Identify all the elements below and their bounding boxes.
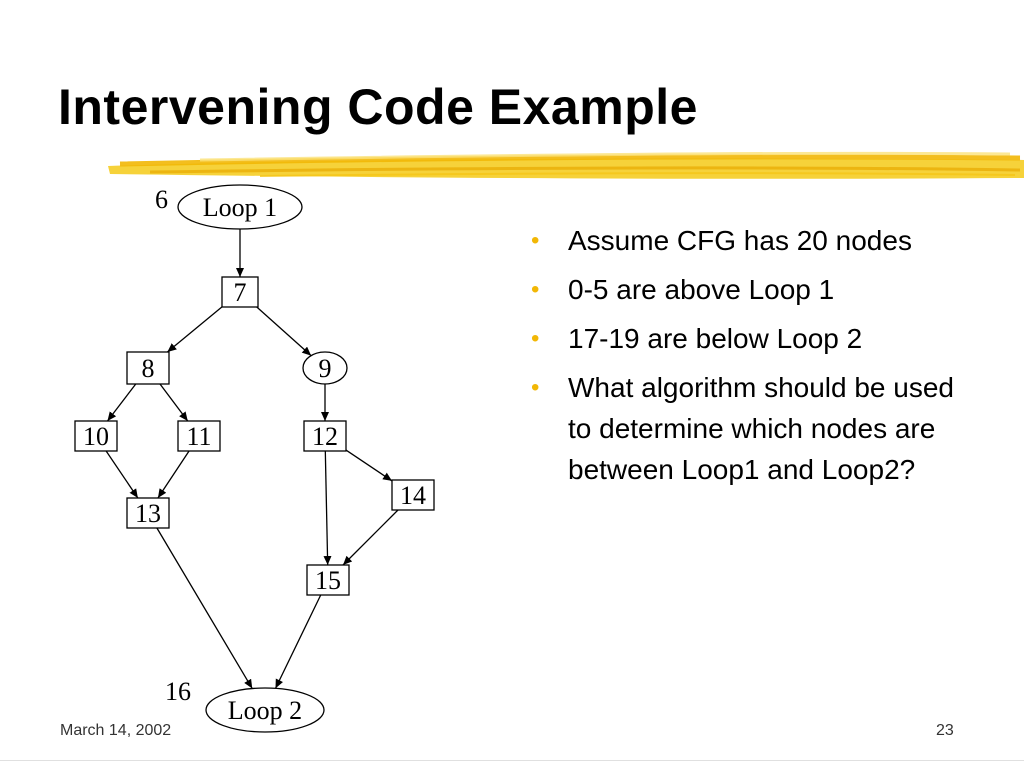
node-loop1: Loop 1 6 (155, 184, 303, 230)
node-ellipse (302, 351, 348, 385)
node-ellipse (205, 687, 325, 733)
slide-title: Intervening Code Example (58, 79, 698, 135)
footer-date: March 14, 2002 (60, 722, 172, 739)
edge-n12-n14 (345, 449, 393, 482)
bullet-dot-icon: • (531, 325, 540, 352)
node-ellipse (177, 184, 303, 230)
page-number: 23 (936, 722, 954, 739)
node-label: Loop 2 (228, 696, 302, 725)
node-n15: 15 (306, 564, 350, 596)
node-loop2: Loop 2 16 (165, 677, 325, 733)
node-n10: 10 (74, 420, 118, 452)
node-n9: 9 (302, 351, 348, 385)
node-number-annotation: 16 (165, 677, 191, 706)
bottom-divider (0, 760, 1024, 761)
node-label: 7 (234, 278, 247, 307)
bullet-dot-icon: • (531, 374, 540, 401)
edge-n10-n13 (105, 450, 139, 499)
edge-n7-n9 (256, 306, 312, 357)
node-label: 8 (142, 354, 155, 383)
node-label: 9 (319, 354, 332, 383)
edge-n8-n11 (159, 383, 189, 422)
node-box (177, 420, 221, 452)
node-box (306, 564, 350, 596)
edge-n15-loop2 (274, 594, 322, 689)
edge-n11-n13 (157, 450, 190, 499)
node-label: Loop 1 (203, 193, 277, 222)
edge-n13-loop2 (156, 527, 253, 689)
node-n11: 11 (177, 420, 221, 452)
bullet-item: •17-19 are below Loop 2 (528, 318, 978, 359)
node-label: 13 (135, 499, 161, 528)
node-box (303, 420, 347, 452)
edge-n7-n8 (166, 306, 223, 353)
node-n12: 12 (303, 420, 347, 452)
bullet-dot-icon: • (531, 227, 540, 254)
bullet-item: •What algorithm should be used to determ… (528, 367, 978, 490)
node-label: 12 (312, 422, 338, 451)
node-n14: 14 (391, 479, 435, 511)
node-label: 15 (315, 566, 341, 595)
node-n7: 7 (221, 276, 259, 308)
node-n8: 8 (126, 351, 170, 385)
title-underline-brush (108, 151, 1024, 179)
bullet-list: •Assume CFG has 20 nodes •0-5 are above … (528, 220, 978, 498)
edge-n8-n10 (106, 383, 137, 422)
node-label: 11 (186, 422, 211, 451)
cfg-edges (105, 229, 399, 689)
node-n13: 13 (126, 497, 170, 529)
bullet-item: •0-5 are above Loop 1 (528, 269, 978, 310)
node-box (126, 351, 170, 385)
node-box (391, 479, 435, 511)
bullet-item: •Assume CFG has 20 nodes (528, 220, 978, 261)
edge-n12-n15 (323, 450, 332, 566)
node-label: 14 (400, 481, 426, 510)
bullet-dot-icon: • (531, 276, 540, 303)
edge-n14-n15 (342, 509, 399, 566)
node-number-annotation: 6 (155, 185, 168, 214)
node-label: 10 (83, 422, 109, 451)
node-box (221, 276, 259, 308)
node-box (126, 497, 170, 529)
node-box (74, 420, 118, 452)
